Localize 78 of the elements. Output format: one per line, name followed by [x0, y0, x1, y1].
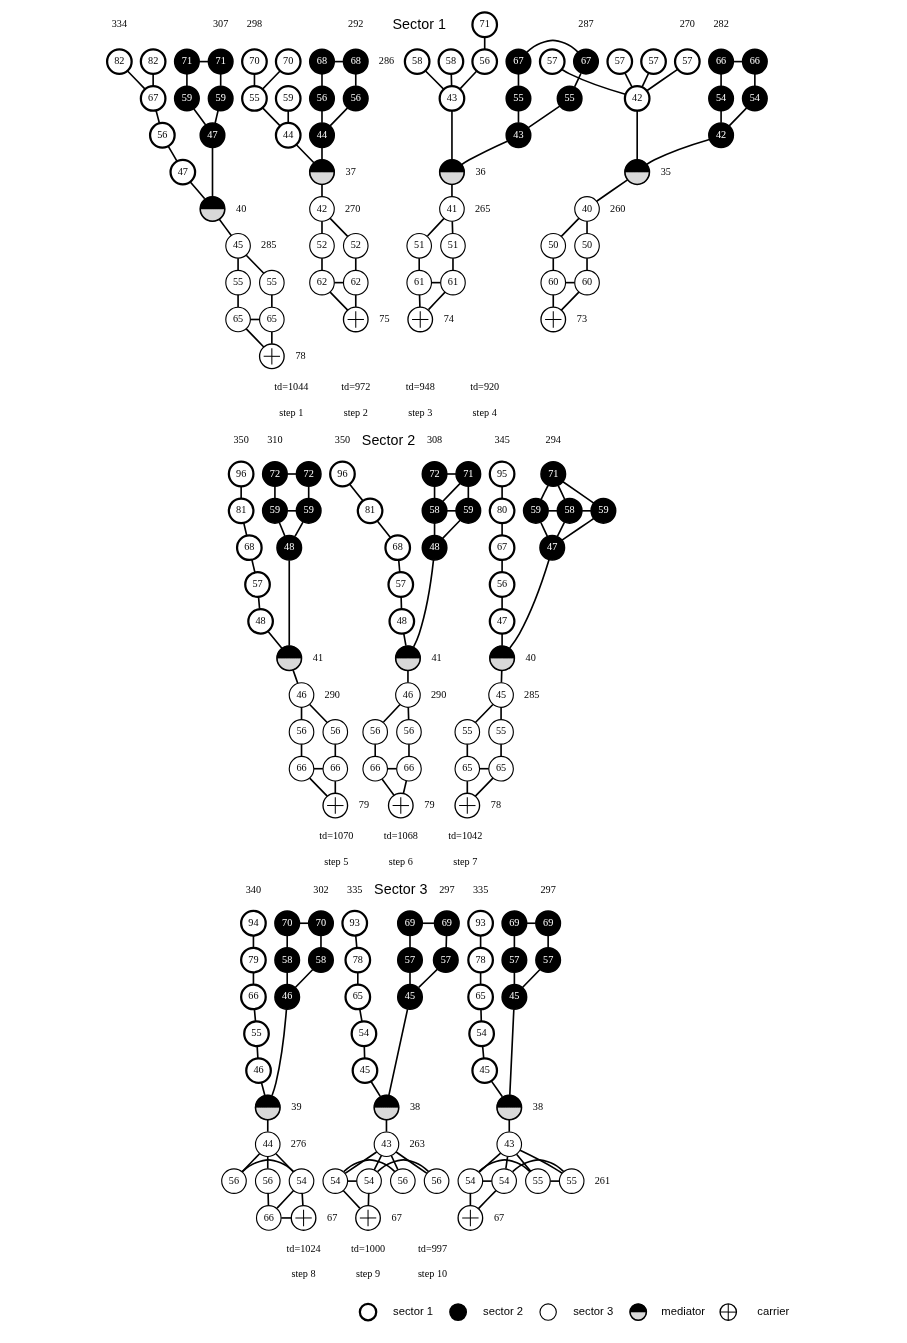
node-label: 276 [290, 1137, 306, 1149]
node-label: 294 [545, 434, 561, 446]
node-label: 307 [212, 18, 228, 30]
node-label: 335 [472, 883, 488, 895]
node-label: 285 [260, 239, 276, 251]
label: step 5 [323, 855, 348, 867]
label: td=1044 [273, 381, 308, 393]
node-label: 292 [347, 18, 363, 30]
label: td=920 [469, 381, 499, 393]
legend-label: mediator [660, 1304, 705, 1317]
label: step 10 [417, 1268, 447, 1280]
label: Sector 2 [361, 431, 415, 448]
node-label: 334 [111, 18, 127, 30]
legend-label: sector 1 [392, 1304, 433, 1317]
label: Sector 3 [373, 880, 427, 897]
node-label: 340 [245, 883, 261, 895]
label: td=972 [340, 381, 370, 393]
label: td=1068 [383, 830, 418, 842]
node-label: 308 [426, 434, 442, 446]
node-label: 263 [409, 1137, 425, 1149]
label: step 2 [343, 406, 368, 418]
node-label: 74 [443, 313, 454, 325]
label: step 3 [407, 406, 432, 418]
label: Sector 1 [392, 15, 446, 32]
label: td=1000 [350, 1242, 385, 1254]
node-label: 290 [430, 688, 446, 700]
node-label: 38 [409, 1100, 420, 1112]
node-label: 78 [294, 349, 306, 361]
node-label: 35 [660, 165, 671, 177]
node-label: 282 [712, 18, 729, 30]
node-label: 265 [474, 202, 490, 214]
label: td=1070 [318, 830, 353, 842]
label: step 4 [472, 406, 497, 418]
node-label: 67 [493, 1211, 504, 1223]
node-label: 270 [344, 202, 360, 214]
label: step 6 [388, 855, 413, 867]
node-label: 260 [609, 202, 625, 214]
node-label: 78 [490, 799, 501, 811]
node-label: 297 [539, 883, 556, 895]
node-label: 73 [576, 313, 587, 325]
node-label: 286 [378, 55, 394, 67]
legend-label: sector 2 [482, 1304, 523, 1317]
node-label: 41 [312, 651, 323, 663]
node-label: 67 [326, 1211, 337, 1223]
node-label: 41 [430, 651, 442, 663]
node-label: 298 [246, 18, 262, 30]
node-label: 345 [493, 434, 510, 446]
node-label: 36 [475, 165, 486, 177]
label: step 7 [452, 855, 477, 867]
label: td=997 [417, 1242, 447, 1254]
node-label: 310 [266, 434, 283, 446]
node-label: 290 [324, 688, 340, 700]
node-label: 350 [232, 434, 249, 446]
node-label: 79 [423, 799, 435, 811]
node-label: 302 [312, 883, 329, 895]
node-label: 40 [525, 651, 536, 663]
node-label: 335 [346, 883, 362, 895]
label: td=1024 [285, 1242, 321, 1254]
node-label: 287 [577, 18, 594, 30]
node-label: 297 [438, 883, 454, 895]
node-label: 40 [235, 202, 246, 214]
legend-label: carrier [756, 1304, 789, 1317]
label: step 9 [355, 1268, 380, 1280]
node-label: 261 [594, 1174, 610, 1186]
label: step 8 [291, 1268, 316, 1280]
label: step 1 [278, 406, 303, 418]
node-label: 37 [345, 165, 356, 177]
node-label: 285 [523, 688, 539, 700]
legend-label: sector 3 [572, 1304, 613, 1317]
node-label: 67 [391, 1211, 402, 1223]
node-label: 39 [290, 1100, 302, 1112]
node-label: 79 [358, 799, 369, 811]
label: td=1042 [447, 830, 482, 842]
node-label: 38 [532, 1100, 543, 1112]
node-label: 75 [378, 313, 390, 325]
node-label: 350 [334, 434, 350, 446]
node-label: 270 [679, 18, 695, 30]
label: td=948 [405, 381, 435, 393]
